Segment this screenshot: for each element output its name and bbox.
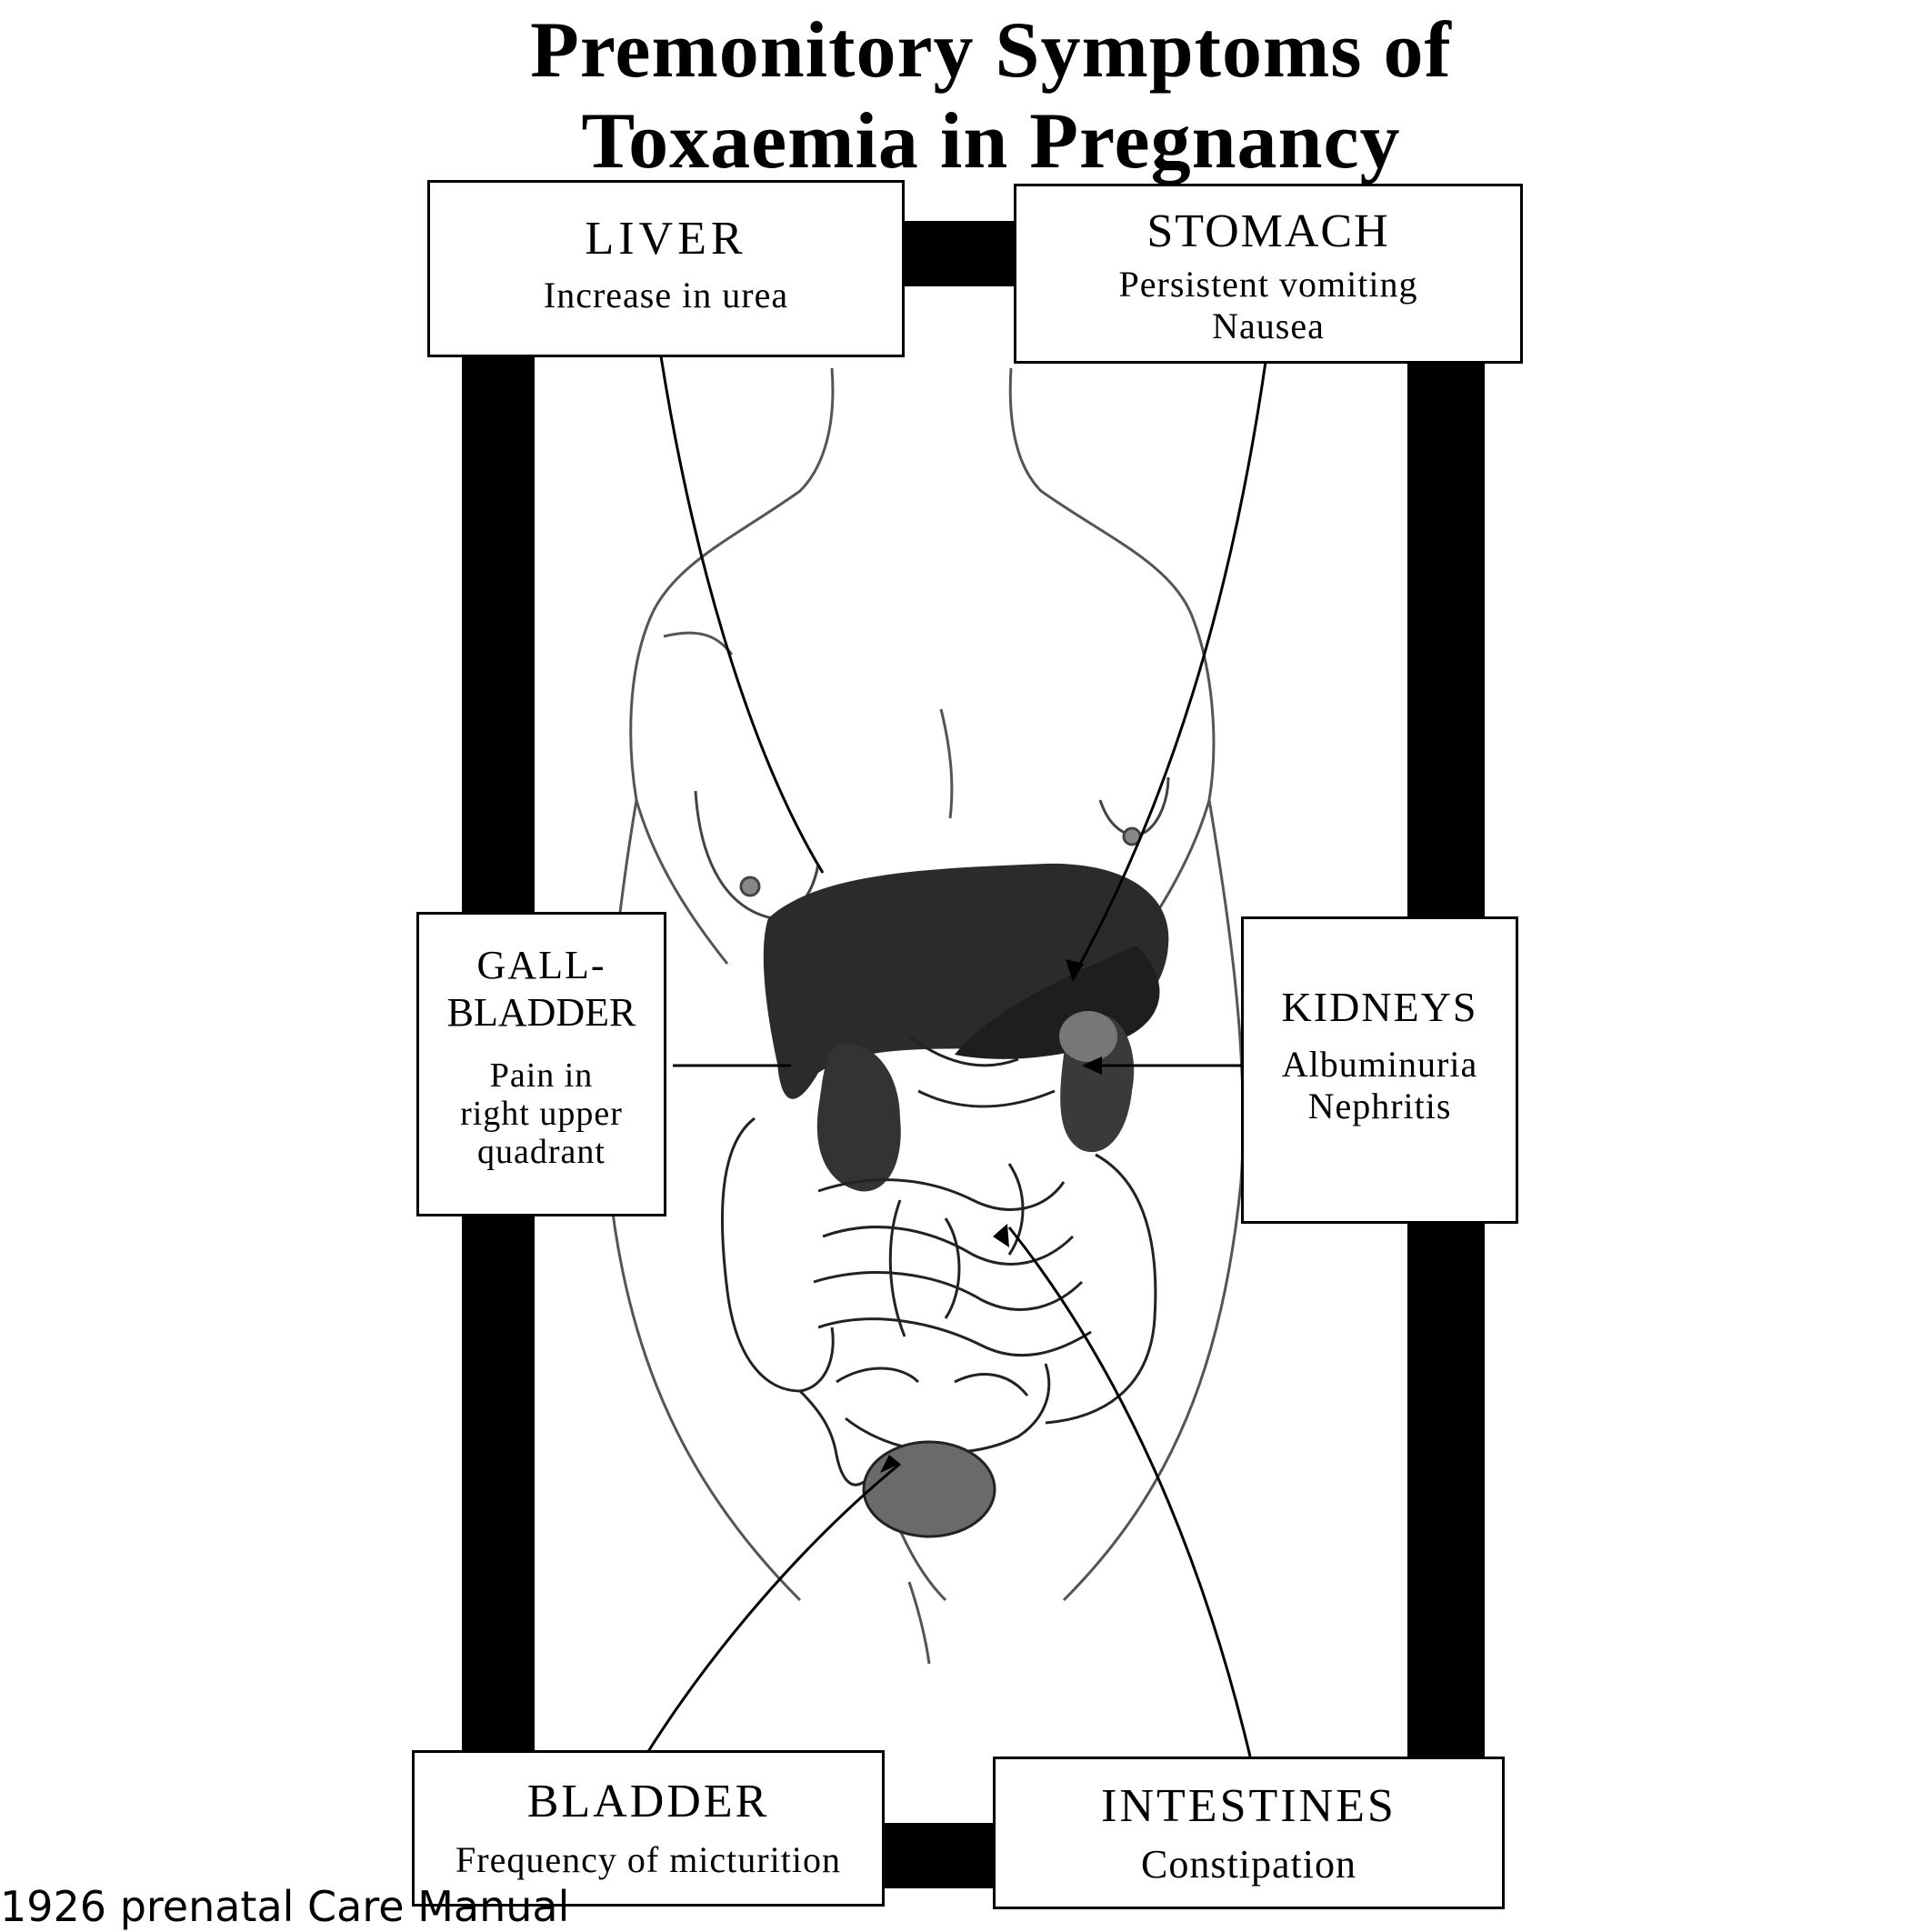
kidneys-box: KIDNEYS Albuminuria Nephritis [1241, 916, 1518, 1224]
breasts [694, 776, 1170, 920]
source-caption: 1926 prenatal Care Manual [0, 1882, 570, 1931]
stomach-symptom-2: Nausea [1212, 305, 1325, 346]
frame-bar-top [900, 221, 1027, 286]
leader-lines [646, 355, 1267, 1757]
kidneys-label: KIDNEYS [1281, 984, 1478, 1030]
intestines-box: INTESTINES Constipation [993, 1757, 1505, 1909]
stomach-box: STOMACH Persistent vomiting Nausea [1014, 184, 1523, 364]
gallbladder-shape [816, 1044, 901, 1192]
title-line-1: Premonitory Symptoms of [530, 6, 1452, 95]
gallbladder-symptom-1: Pain in [489, 1056, 594, 1095]
stomach-label: STOMACH [1146, 205, 1390, 257]
gallbladder-symptom-3: quadrant [477, 1133, 606, 1171]
bladder-symptom-1: Frequency of micturition [455, 1839, 841, 1880]
intestines-label: INTESTINES [1101, 1780, 1396, 1832]
intestines-symptom-1: Constipation [1141, 1842, 1356, 1887]
liver-label: LIVER [585, 213, 747, 265]
stomach-symptom-1: Persistent vomiting [1118, 264, 1418, 305]
arrow-heads [880, 959, 1102, 1473]
frame-bar-bottom [882, 1823, 996, 1888]
kidneys-symptom-2: Nephritis [1307, 1086, 1452, 1126]
title-line-2: Toxaemia in Pregnancy [581, 97, 1401, 185]
bladder-label: BLADDER [526, 1776, 770, 1827]
intestines-shape [720, 1035, 1157, 1487]
gallbladder-label-line-1: GALL- [476, 943, 606, 987]
page-title: Premonitory Symptoms of Toxaemia in Preg… [0, 5, 1932, 187]
liver-box: LIVER Increase in urea [427, 180, 905, 357]
kidneys-symptom-1: Albuminuria [1281, 1044, 1478, 1085]
gallbladder-box: GALL- BLADDER Pain in right upper quadra… [416, 912, 666, 1216]
liver-symptom-1: Increase in urea [543, 275, 789, 315]
kidney-highlight [1059, 1011, 1117, 1062]
gallbladder-symptom-2: right upper [460, 1095, 623, 1133]
bladder-box: BLADDER Frequency of micturition [412, 1750, 885, 1907]
bladder-shape [862, 1440, 996, 1538]
gallbladder-label-line-2: BLADDER [446, 990, 636, 1035]
